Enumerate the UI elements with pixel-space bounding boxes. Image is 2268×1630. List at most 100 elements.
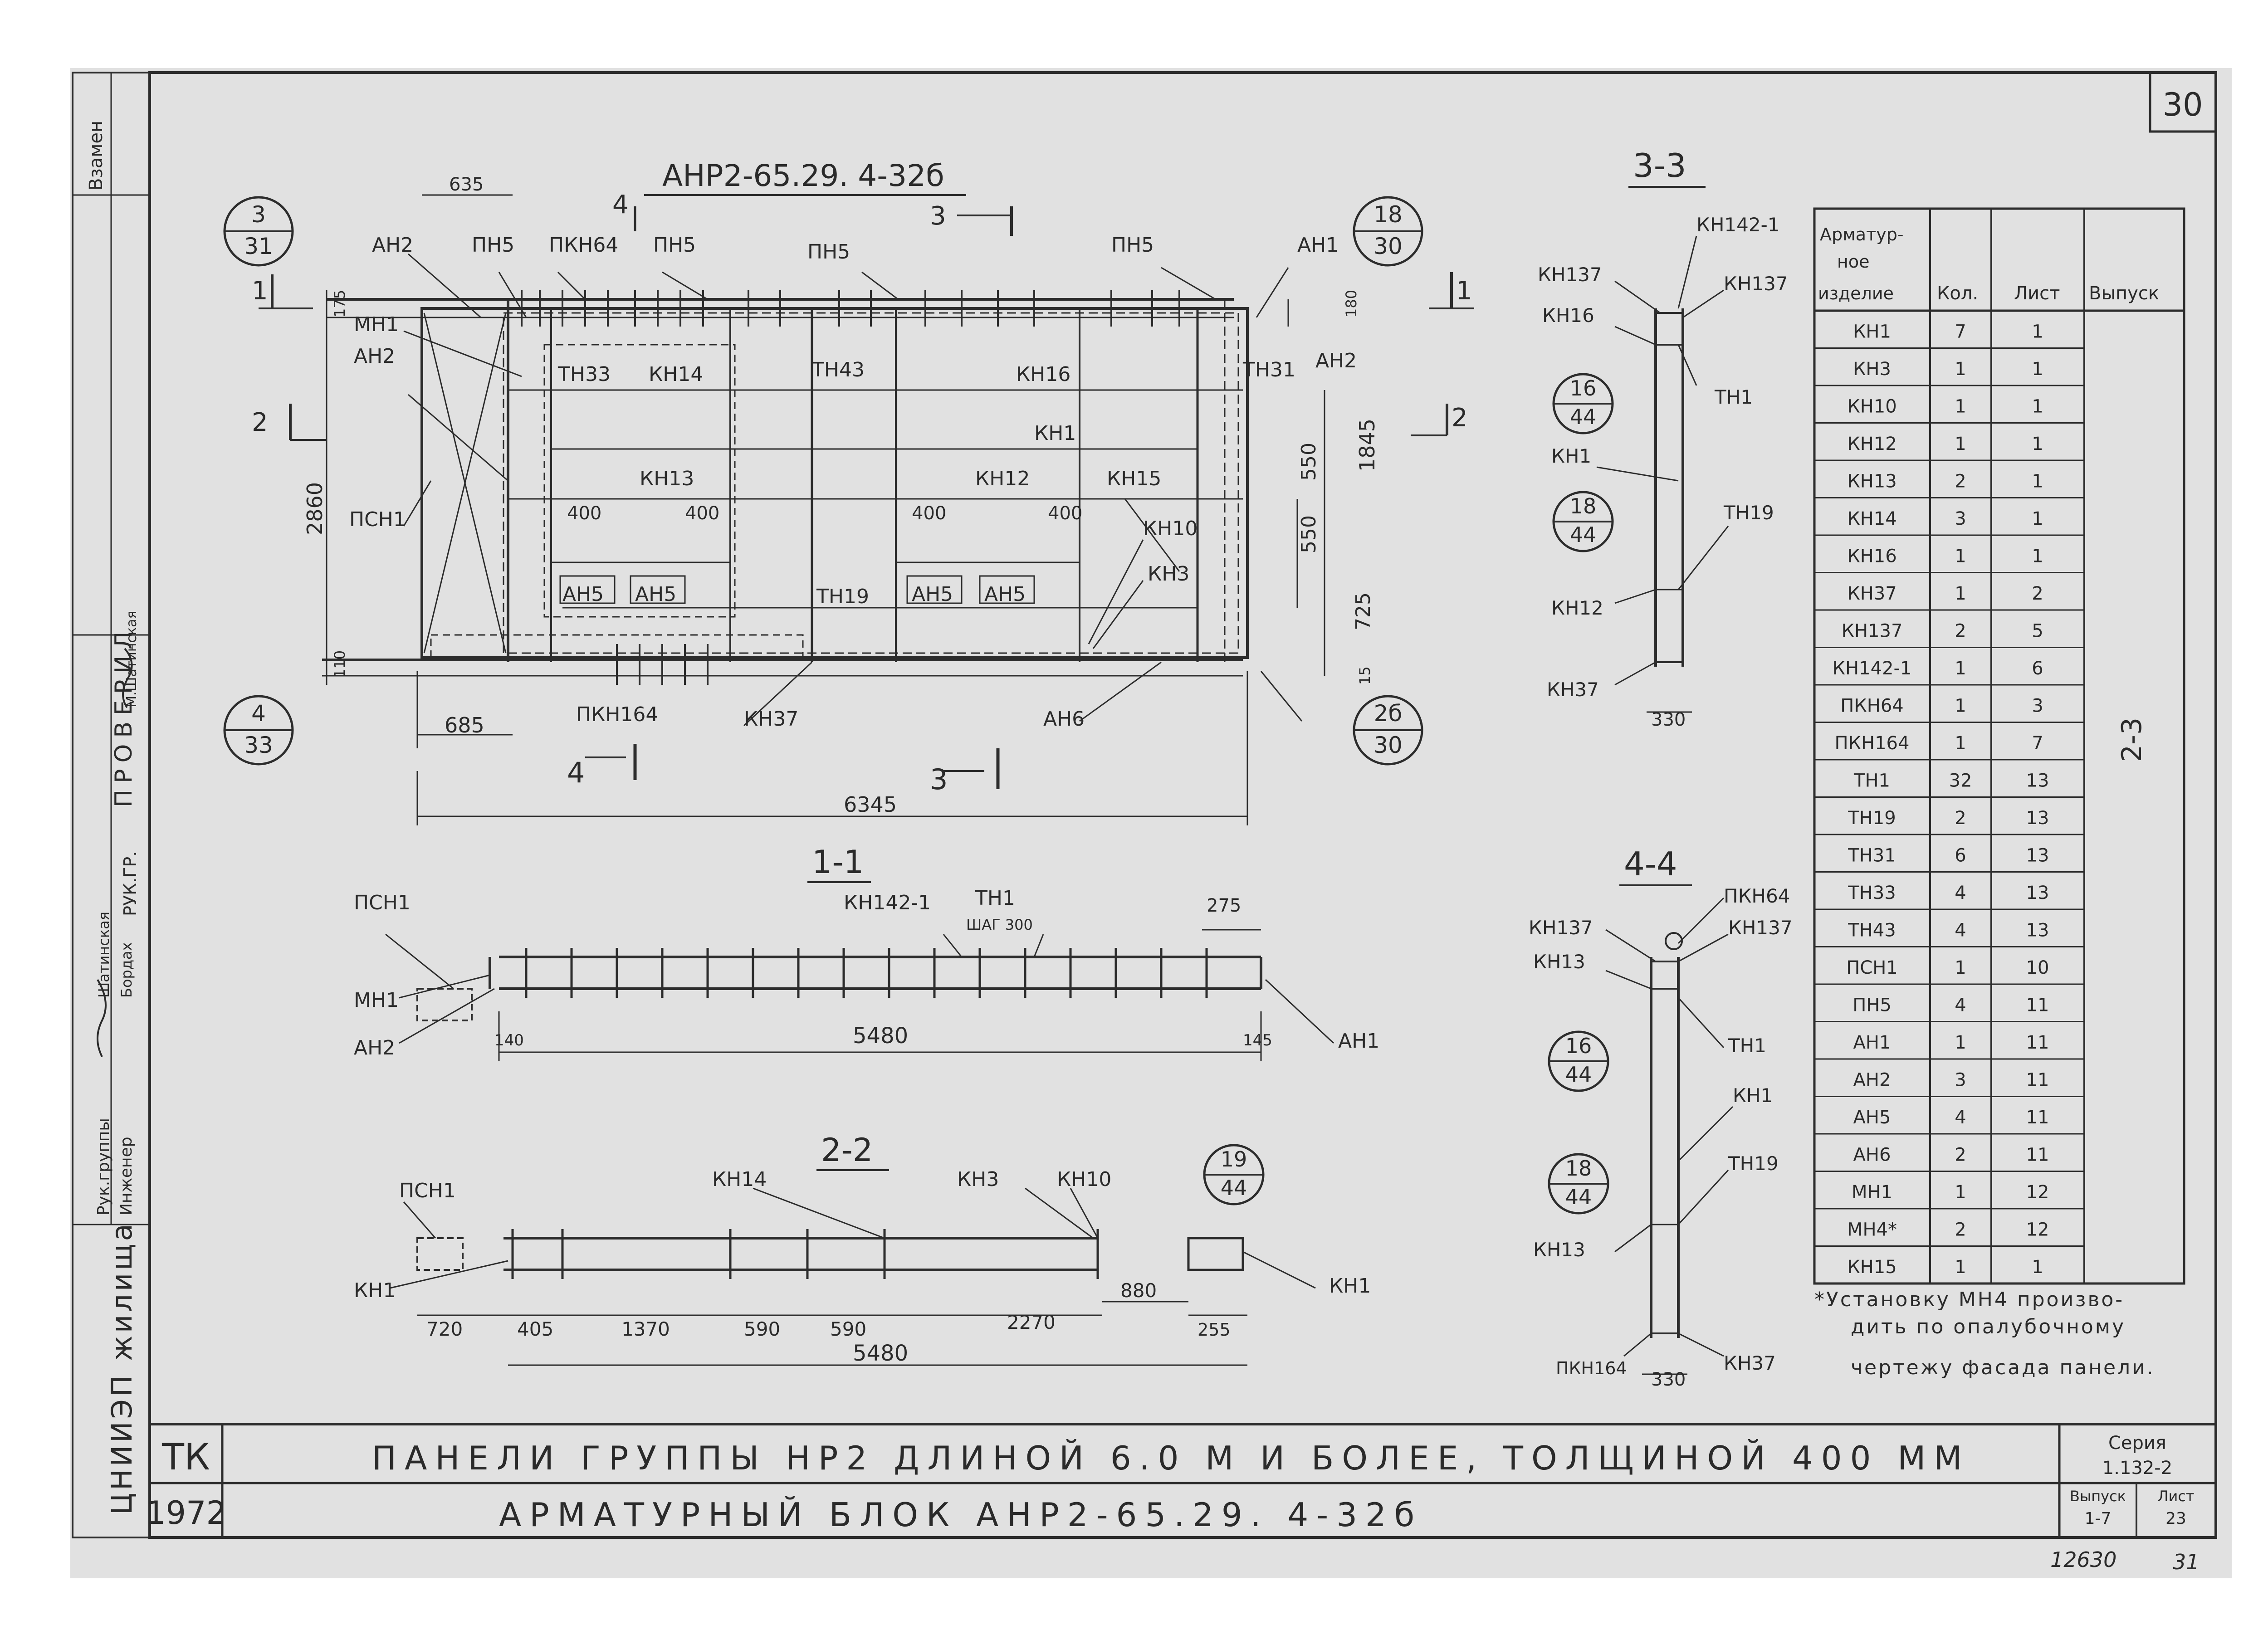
s22-405: 405	[517, 1318, 553, 1340]
spec-cell-qty: 1	[1955, 1257, 1966, 1278]
s22-kn3: КН3	[957, 1168, 999, 1191]
stamp-name3: М.Шатинская	[124, 610, 140, 708]
s44-pkn164: ПКН164	[1556, 1358, 1627, 1378]
spec-cell-sheet: 13	[2026, 770, 2049, 791]
dim-2860: 2860	[303, 482, 327, 535]
section-marker-18-30: 18 30	[1353, 196, 1423, 267]
dim-400a: 400	[567, 503, 601, 524]
s33-kn1: КН1	[1551, 445, 1591, 467]
stamp-proveril: ПРОВЕРИЛ	[110, 625, 137, 807]
spec-cell-qty: 3	[1955, 508, 1966, 529]
cut-4-top: 4	[612, 190, 629, 220]
s11-an1: АН1	[1338, 1030, 1379, 1053]
spec-cell-sheet: 5	[2032, 620, 2043, 641]
label-an5b: АН5	[635, 583, 676, 606]
marker-bottom: 30	[1374, 732, 1403, 758]
title-list: 23	[2165, 1509, 2186, 1528]
main-title: АНР2-65.29. 4-32б	[662, 158, 944, 193]
spec-cell-qty: 1	[1955, 658, 1966, 679]
label-tn43: ТН43	[811, 358, 865, 381]
spec-cell-sheet: 1	[2032, 471, 2043, 492]
s11-an2: АН2	[354, 1036, 395, 1059]
section-2-2: 2-2	[390, 1132, 1316, 1366]
dim-635: 635	[449, 174, 484, 195]
label-kn10: КН10	[1143, 517, 1198, 540]
s11-5480: 5480	[853, 1023, 908, 1049]
inventory-number-2: 31	[2173, 1550, 2200, 1574]
cut-3-top: 3	[930, 201, 946, 231]
spec-cell-qty: 1	[1955, 396, 1966, 417]
label-an2: АН2	[372, 234, 413, 257]
label-an1: АН1	[1297, 234, 1339, 257]
spec-cell-item: ПКН64	[1840, 695, 1903, 716]
spec-cell-item: АН1	[1853, 1032, 1891, 1053]
label-an5c: АН5	[912, 583, 953, 606]
spec-cell-qty: 2	[1955, 1219, 1966, 1240]
dim-550a: 550	[1297, 443, 1320, 481]
spec-cell-sheet: 2	[2032, 583, 2043, 604]
sheet-number: 30	[2162, 86, 2203, 123]
spec-cell-item: ТН31	[1848, 845, 1896, 866]
spec-cell-sheet: 11	[2026, 995, 2049, 1015]
section-marker-18-44-a: 18 44	[1552, 491, 1614, 552]
s22-720: 720	[426, 1318, 463, 1340]
spec-header-item-1: Арматур-	[1820, 224, 1904, 244]
title-vypusk: 1-7	[2085, 1509, 2112, 1528]
cut-4-bottom: 4	[567, 756, 585, 789]
s22-5480: 5480	[853, 1341, 908, 1366]
spec-cell-item: КН3	[1853, 359, 1891, 380]
s22-psn1: ПСН1	[399, 1179, 456, 1202]
spec-header-item-3: изделие	[1818, 283, 1894, 303]
spec-cell-item: КН142-1	[1833, 658, 1912, 679]
dim-550b: 550	[1297, 515, 1320, 553]
section-4-4-labels: ПКН64 КН137 КН137 КН13 ТН1 КН1 ТН19 КН13…	[1529, 885, 1793, 1390]
spec-cell-item: КН10	[1847, 396, 1897, 417]
s22-2270: 2270	[1007, 1311, 1056, 1333]
s22-255: 255	[1198, 1320, 1231, 1340]
s11-tn1: ТН1	[975, 887, 1015, 910]
spec-cell-item: ТН43	[1848, 920, 1896, 941]
section-marker-16-44-a: 16 44	[1552, 373, 1614, 434]
s11-145: 145	[1243, 1031, 1272, 1049]
s11-psn1: ПСН1	[354, 891, 411, 914]
spec-cell-sheet: 11	[2026, 1032, 2049, 1053]
spec-cell-qty: 32	[1949, 770, 1972, 791]
signature-1	[97, 979, 107, 1057]
inventory-number: 12630	[2050, 1547, 2116, 1572]
section-3-3-labels: КН142-1 КН137 КН137 КН16 ТН1 КН1 ТН19 КН…	[1538, 214, 1788, 730]
section-4-4: 4-4	[1605, 845, 1734, 1375]
dim-685: 685	[445, 713, 484, 737]
marker-bottom: 44	[1565, 1185, 1592, 1209]
spec-cell-item: ПКН164	[1835, 733, 1910, 754]
s22-kn14: КН14	[712, 1168, 767, 1191]
cut-2-right: 2	[1452, 403, 1468, 433]
main-dimensions: 635 175 180 2860 1845 550 550 725 15 110…	[303, 174, 1379, 817]
dim-725: 725	[1352, 592, 1375, 630]
spec-cell-qty: 4	[1955, 1107, 1966, 1128]
spec-vypusk-value: 2-3	[2116, 717, 2148, 762]
spec-cell-qty: 1	[1955, 733, 1966, 754]
spec-cell-qty: 1	[1955, 957, 1966, 978]
section-marker-2b-30: 2б 30	[1353, 695, 1423, 766]
spec-cell-item: ПН5	[1853, 995, 1892, 1015]
dim-400d: 400	[1048, 503, 1082, 524]
s44-kn137b: КН137	[1728, 917, 1793, 939]
s44-tn19: ТН19	[1728, 1152, 1779, 1175]
spec-cell-qty: 7	[1955, 321, 1966, 342]
marker-top: 16	[1570, 376, 1597, 400]
title-3-3: 3-3	[1633, 146, 1686, 185]
section-1-1: 1-1	[385, 844, 1334, 1061]
marker-top: 18	[1570, 494, 1597, 518]
s11-275: 275	[1207, 895, 1241, 916]
s44-pkn64: ПКН64	[1724, 885, 1790, 907]
spec-cell-item: КН12	[1847, 434, 1897, 454]
s44-330: 330	[1651, 1369, 1686, 1390]
spec-cell-item: ТН19	[1848, 808, 1896, 829]
spec-cell-item: МН4*	[1847, 1219, 1897, 1240]
main-labels: АН2 ПН5 ПКН64 ПН5 ПН5 ПН5 АН1 МН1 АН2 ПС…	[252, 190, 1472, 796]
paper	[70, 68, 2232, 1578]
marker-bottom: 44	[1565, 1062, 1592, 1087]
footnote-line-2: дить по опалубочному	[1851, 1315, 2126, 1338]
spec-cell-qty: 1	[1955, 359, 1966, 380]
dim-180: 180	[1343, 290, 1360, 317]
